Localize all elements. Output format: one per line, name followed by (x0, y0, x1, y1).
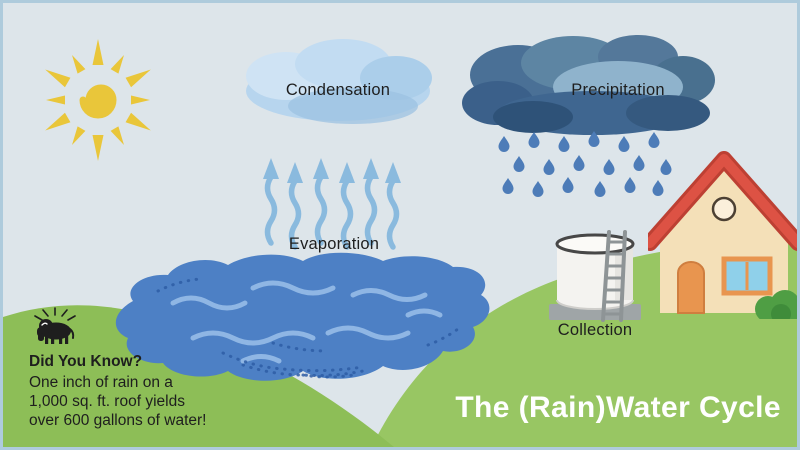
condensation-cloud-icon (246, 39, 432, 124)
lake-icon (115, 252, 490, 381)
page-title: The (Rain)Water Cycle (455, 391, 781, 424)
lake-waves (170, 280, 443, 364)
ladder-icon (601, 230, 627, 322)
house-window (721, 256, 773, 296)
collection-label: Collection (557, 321, 633, 339)
did-you-know-line: One inch of rain on a (29, 374, 173, 391)
did-you-know-heading: Did You Know? (29, 353, 143, 370)
lake-speckles (156, 277, 460, 379)
house-door (677, 261, 705, 314)
sun-rays (45, 39, 151, 161)
bison-icon (34, 307, 76, 344)
precipitation-label: Precipitation (571, 81, 665, 99)
sun-icon (45, 39, 151, 161)
evaporation-label: Evaporation (288, 235, 380, 253)
bush-icon (755, 290, 797, 319)
sun-spiral (79, 84, 117, 119)
round-window-icon (711, 196, 737, 222)
condensation-label: Condensation (285, 81, 391, 99)
water-tank-icon (549, 230, 641, 322)
tank-lid (555, 233, 635, 255)
did-you-know-line: 1,000 sq. ft. roof yields (29, 393, 185, 410)
did-you-know: Did You Know? One inch of rain on a 1,00… (29, 305, 264, 430)
evaporation-arrows-icon (263, 158, 401, 250)
storm-cloud-icon (462, 35, 715, 197)
did-you-know-line: over 600 gallons of water! (29, 412, 207, 429)
tank-body (557, 244, 633, 309)
raindrops-icon (498, 131, 672, 197)
house-icon (648, 151, 797, 319)
